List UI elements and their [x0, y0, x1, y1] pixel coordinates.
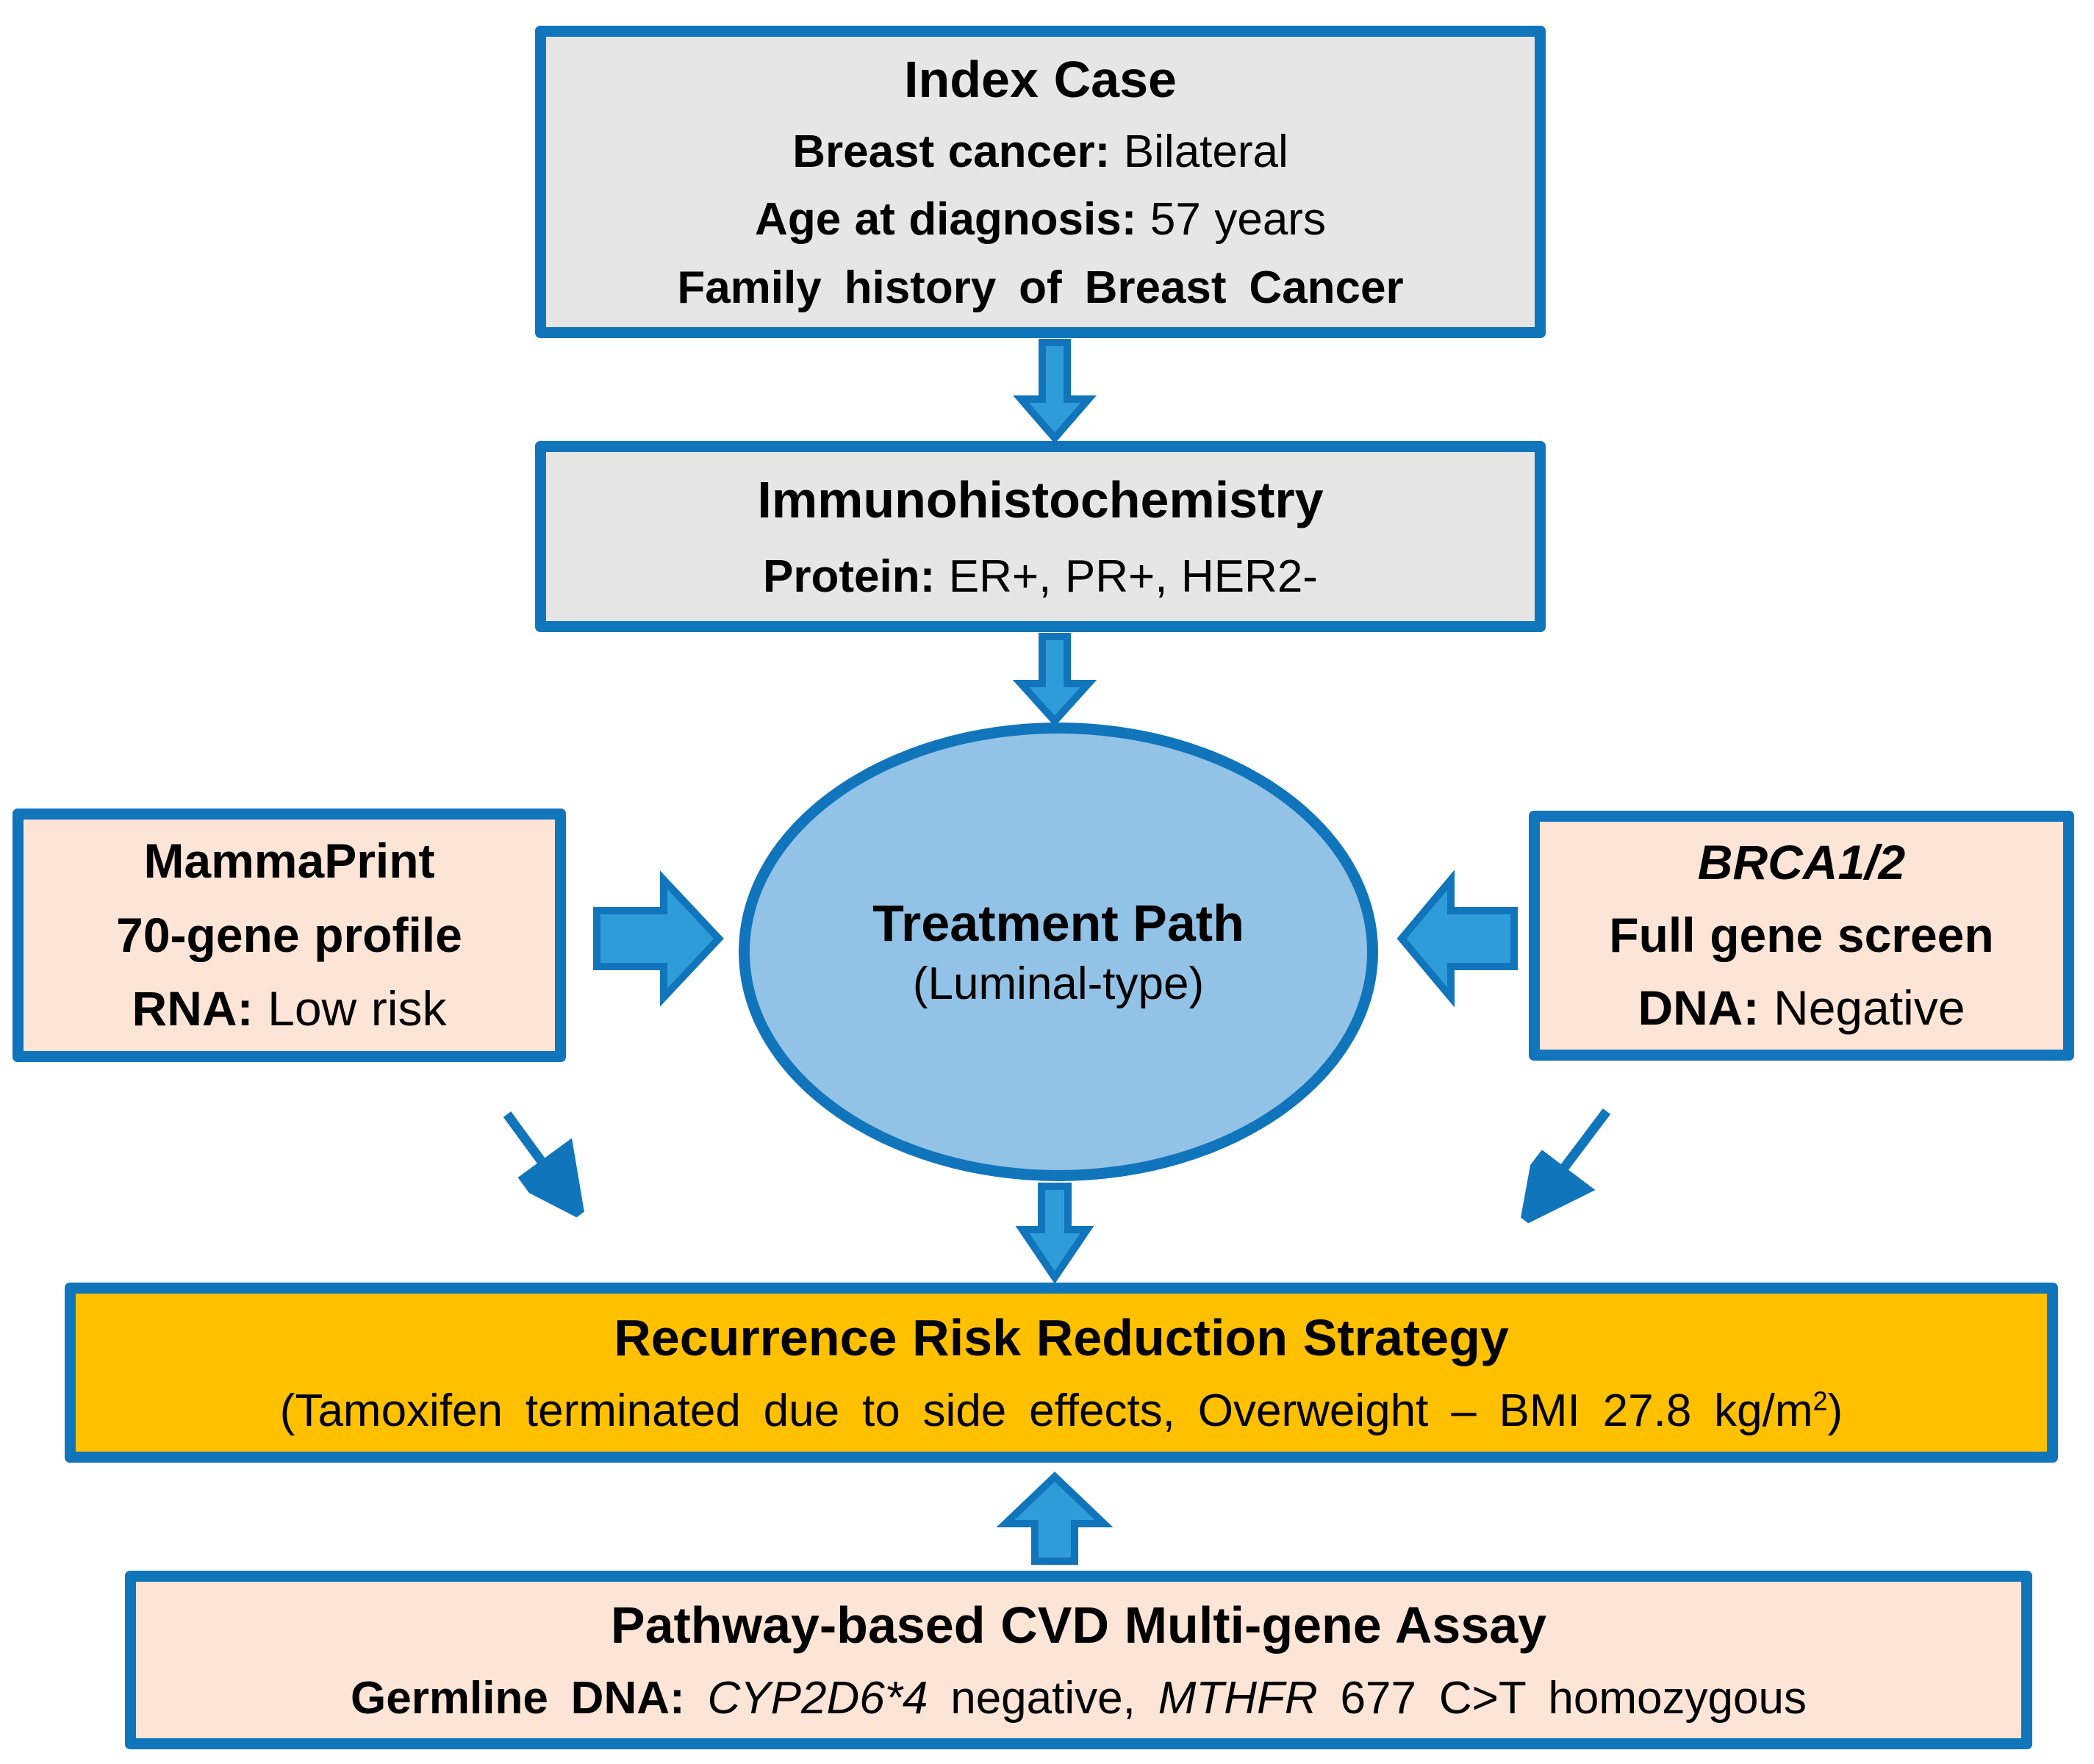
strategy-subtitle-superscript: 2 [1812, 1385, 1828, 1416]
arrow-down-ellipse-icon [1015, 1183, 1094, 1284]
brca-screen-line: Full gene screen [1609, 908, 1994, 963]
cvd-title: Pathway-based CVD Multi-gene Assay [610, 1596, 1547, 1654]
brca-title: BRCA1/2 [1697, 835, 1906, 890]
dna-line: DNA: Negative [1638, 977, 1965, 1040]
strategy-subtitle: (Tamoxifen terminated due to side effect… [280, 1383, 1843, 1440]
strategy-subtitle-close: ) [1827, 1385, 1843, 1436]
mthfr-gene: MTHFR [1135, 1672, 1318, 1724]
ihc-title: Immunohistochemistry [757, 470, 1324, 528]
age-line: Age at diagnosis: 57 years [755, 191, 1326, 248]
arrow-left-icon [1396, 870, 1518, 1008]
arrow-up-icon [996, 1471, 1114, 1565]
strategy-box: Recurrence Risk Reduction Strategy (Tamo… [65, 1283, 2058, 1463]
age-label: Age at diagnosis: [755, 194, 1137, 245]
rna-value: Low risk [253, 980, 447, 1036]
thin-arrow-right-icon [1530, 1108, 1611, 1213]
breast-cancer-label: Breast cancer: [792, 126, 1111, 177]
germline-label: Germline DNA: [351, 1672, 685, 1724]
brca-box: BRCA1/2 Full gene screen DNA: Negative [1529, 811, 2074, 1061]
index-case-box: Index Case Breast cancer: Bilateral Age … [535, 26, 1546, 338]
dna-label: DNA: [1638, 980, 1760, 1036]
treatment-path-subtitle: (Luminal-type) [912, 958, 1205, 1009]
arrow-right-icon [593, 870, 724, 1007]
genotype-text: 677 C>T homozygous [1317, 1672, 1807, 1724]
breast-cancer-line: Breast cancer: Bilateral [792, 123, 1288, 181]
strategy-title: Recurrence Risk Reduction Strategy [614, 1308, 1509, 1366]
cvd-assay-box: Pathway-based CVD Multi-gene Assay Germl… [125, 1571, 2032, 1749]
mammaprint-box: MammaPrint 70-gene profile RNA: Low risk [12, 808, 566, 1062]
age-value: 57 years [1136, 194, 1326, 245]
thin-arrow-left-icon [503, 1111, 575, 1207]
mammaprint-profile-line: 70-gene profile [116, 907, 462, 962]
treatment-path-ellipse: Treatment Path (Luminal-type) [739, 723, 1378, 1181]
index-case-title: Index Case [904, 51, 1177, 108]
protein-line: Protein: ER+, PR+, HER2- [763, 548, 1318, 606]
treatment-path-title: Treatment Path [872, 894, 1244, 952]
strategy-subtitle-text: (Tamoxifen terminated due to side effect… [279, 1385, 1813, 1436]
arrow-down-mid-icon [1012, 633, 1097, 727]
germline-line: Germline DNA: CYP2D6*4 negative, MTHFR 6… [351, 1670, 1807, 1727]
arrow-down-top-icon [1013, 339, 1097, 444]
mammaprint-title: MammaPrint [143, 833, 435, 889]
protein-label: Protein: [763, 551, 936, 602]
breast-cancer-value: Bilateral [1110, 126, 1288, 177]
cyp2d6-gene: CYP2D6*4 [684, 1672, 928, 1724]
immunohistochemistry-box: Immunohistochemistry Protein: ER+, PR+, … [535, 441, 1546, 632]
protein-value: ER+, PR+, HER2- [935, 551, 1318, 602]
rna-label: RNA: [132, 980, 254, 1036]
dna-value: Negative [1759, 980, 1965, 1036]
family-history-line: Family history of Breast Cancer [677, 262, 1404, 313]
rna-line: RNA: Low risk [132, 978, 447, 1041]
negative-text: negative, [928, 1672, 1136, 1724]
